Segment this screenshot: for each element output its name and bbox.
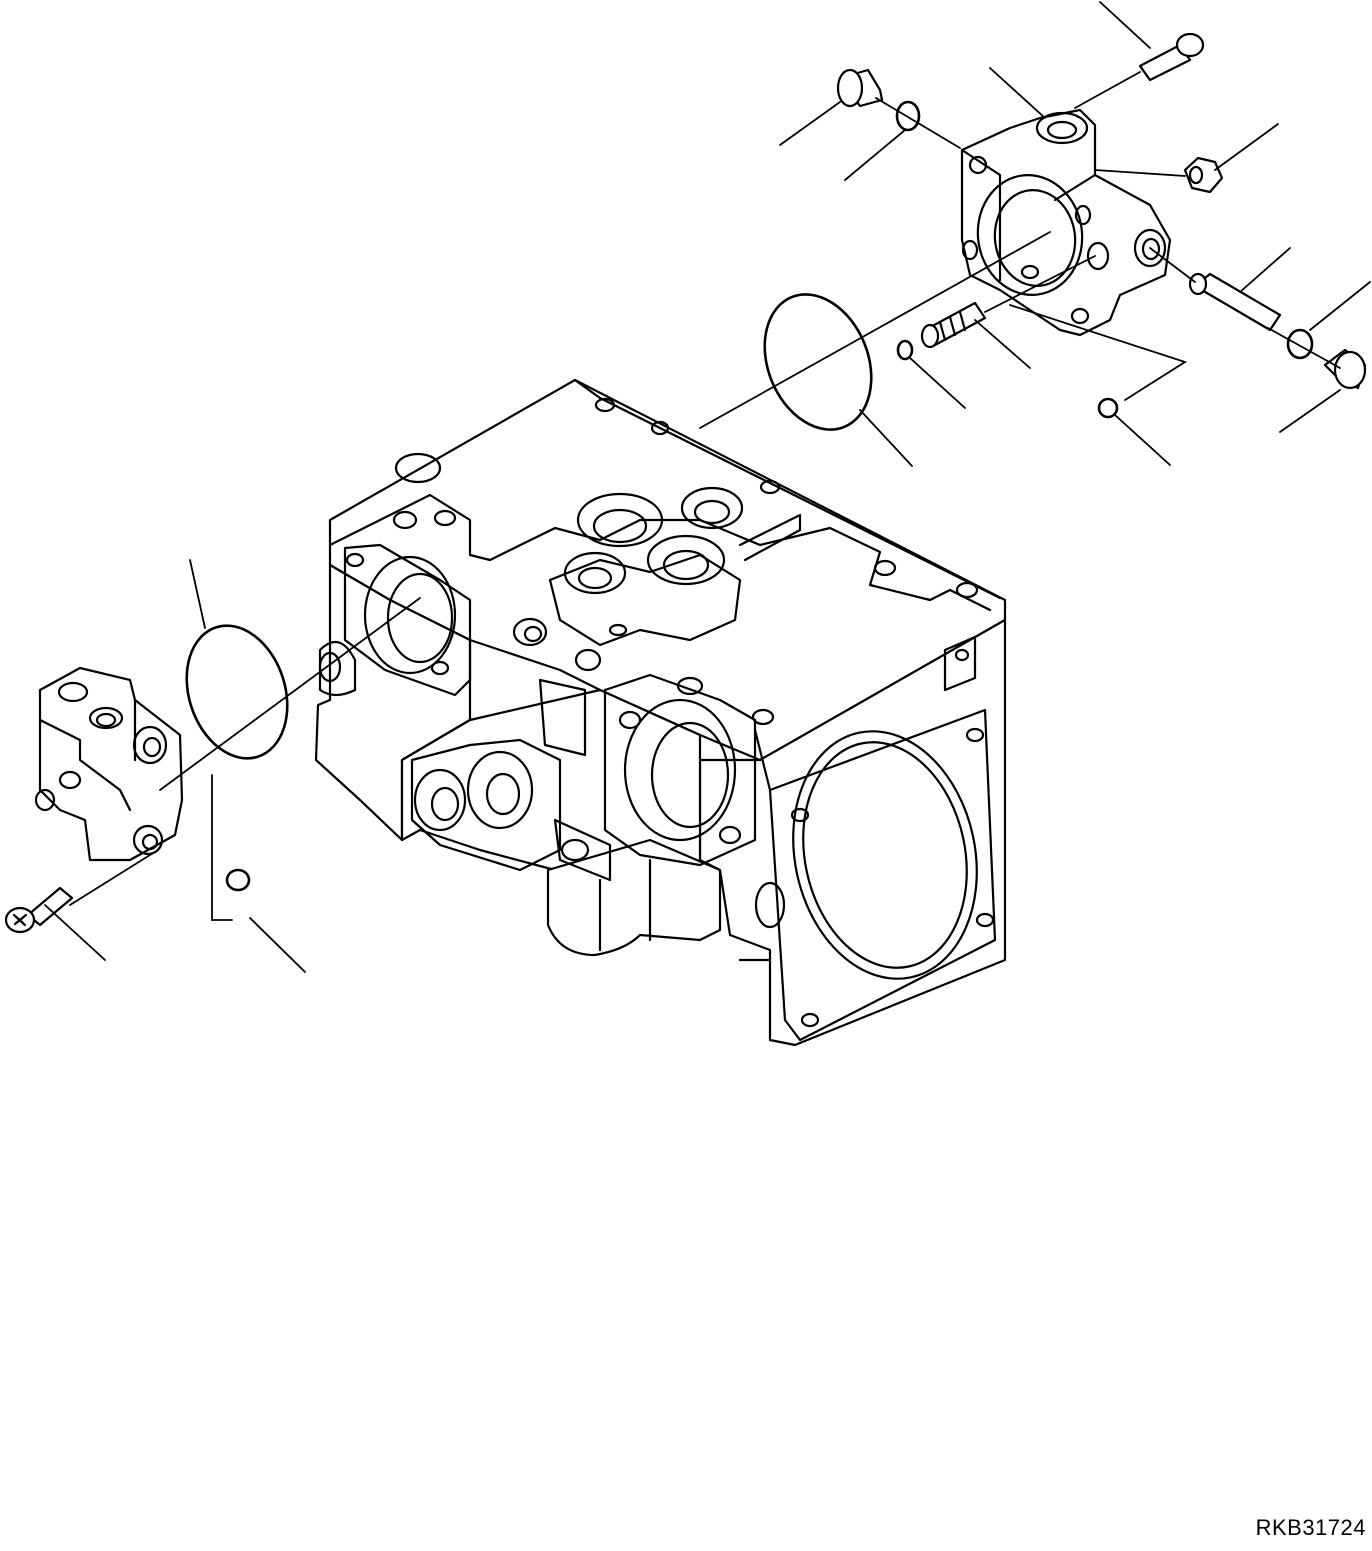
nut [1183,156,1224,194]
small-o-ring-cover [1097,397,1119,419]
pump-housing [314,378,1007,1047]
bolt-top [1138,32,1205,82]
small-o-ring-right [1286,328,1314,360]
right-cover [960,108,1172,337]
check-valve [920,301,987,349]
plug-right [1323,348,1367,390]
large-o-ring-right [763,293,873,431]
leader-lines [44,1,1371,973]
plug-top-left [836,68,884,108]
adjusting-screw-right [1188,272,1282,332]
small-o-ring-top [895,100,921,132]
drawing-id-label: RKB31724 [1255,1515,1366,1540]
large-o-ring-left [185,624,289,760]
bolt-left [4,886,74,934]
small-o-ring-left [225,868,251,892]
assembly-lines [69,71,1341,921]
small-o-ring-center [896,339,914,361]
left-valve-block [34,666,184,862]
